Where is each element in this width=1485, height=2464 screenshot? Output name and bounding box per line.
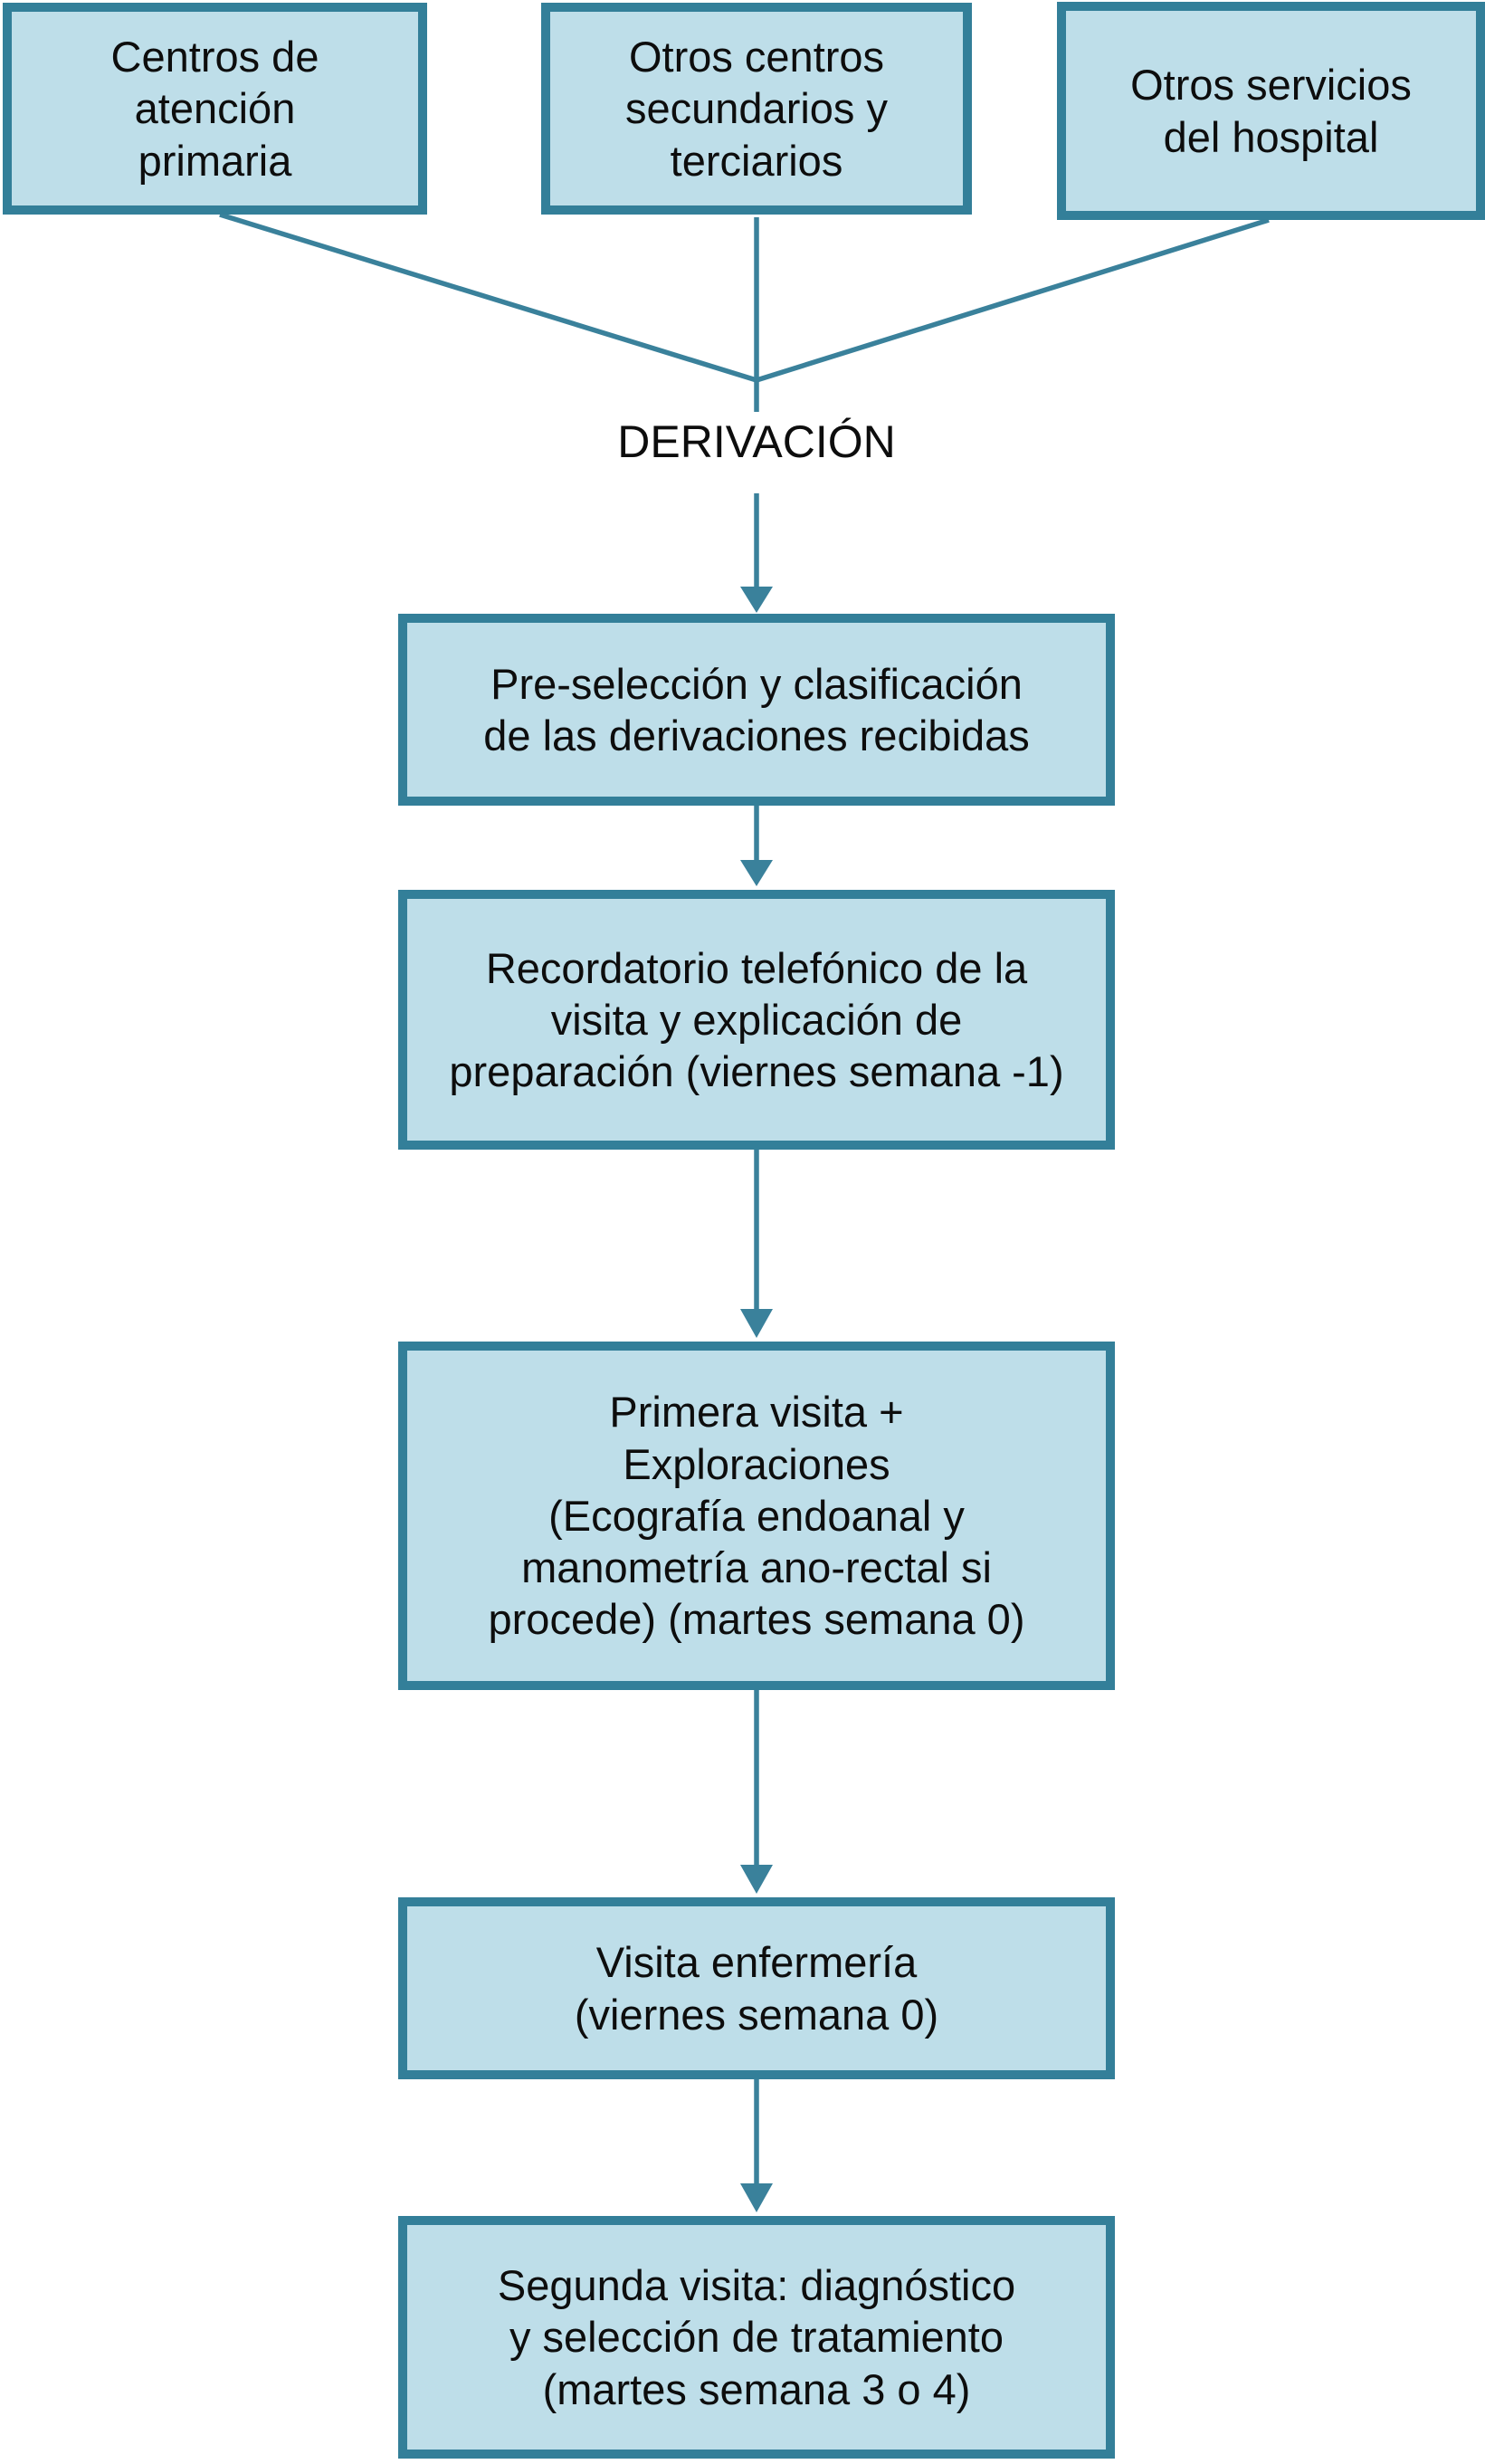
- source-box-primary-care: Centros de atención primaria: [3, 3, 427, 215]
- arrow-triage-to-reminder: [740, 806, 773, 886]
- arrow-first-visit-to-nurse-visit: [740, 1690, 773, 1894]
- source-box-other-centers-label: Otros centros secundarios y terciarios: [625, 33, 888, 185]
- step-box-nurse-visit-label: Visita enfermería (viernes semana 0): [574, 1938, 939, 2039]
- derivacion-label: DERIVACIÓN: [617, 416, 896, 467]
- step-box-triage-label: Pre-selección y clasificación de las der…: [483, 659, 1030, 759]
- converge-line-right: [756, 217, 1270, 383]
- step-box-first-visit-label: Primera visita + Exploraciones (Ecografí…: [488, 1388, 1025, 1644]
- step-box-second-visit: Segunda visita: diagnóstico y selección …: [398, 2216, 1115, 2459]
- arrow-reminder-to-first-visit: [740, 1150, 773, 1338]
- source-box-hospital-services: Otros servicios del hospital: [1057, 2, 1485, 220]
- source-box-other-centers: Otros centros secundarios y terciarios: [541, 3, 972, 215]
- arrow-derivacion-to-triage: [740, 493, 773, 613]
- step-box-triage: Pre-selección y clasificación de las der…: [398, 614, 1115, 806]
- step-box-nurse-visit: Visita enfermería (viernes semana 0): [398, 1897, 1115, 2079]
- step-box-phone-reminder-label: Recordatorio telefónico de la visita y e…: [449, 943, 1064, 1096]
- step-box-first-visit: Primera visita + Exploraciones (Ecografí…: [398, 1342, 1115, 1690]
- step-box-second-visit-label: Segunda visita: diagnóstico y selección …: [497, 2261, 1016, 2413]
- arrow-nurse-visit-to-second-visit: [740, 2079, 773, 2212]
- converge-line-left: [219, 212, 757, 383]
- step-box-phone-reminder: Recordatorio telefónico de la visita y e…: [398, 890, 1115, 1150]
- source-box-primary-care-label: Centros de atención primaria: [110, 33, 319, 185]
- source-box-hospital-services-label: Otros servicios del hospital: [1130, 61, 1412, 161]
